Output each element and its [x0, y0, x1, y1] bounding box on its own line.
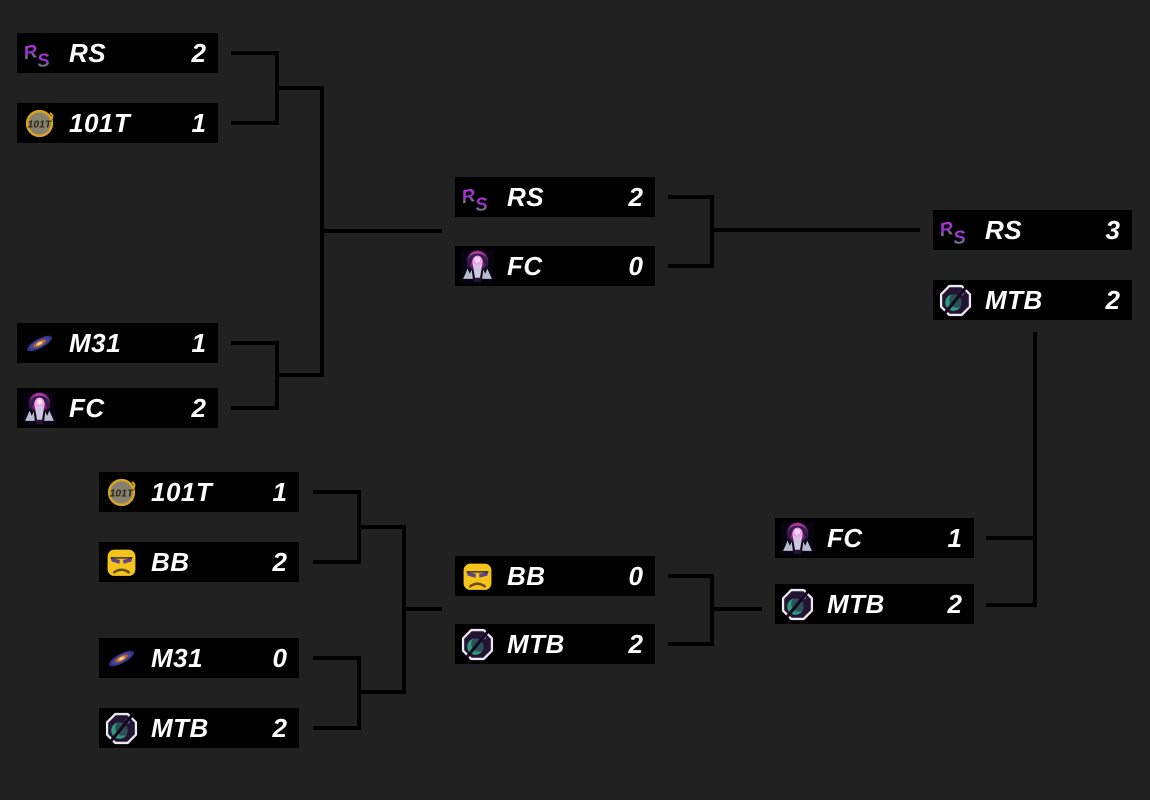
team-row-rs[interactable]: RS 3 — [933, 210, 1132, 250]
connector-segment — [231, 406, 279, 410]
team-row-101t[interactable]: 101T 1 — [17, 103, 218, 143]
team-score: 2 — [628, 181, 643, 212]
team-row-fc[interactable]: FC 1 — [775, 518, 974, 558]
connector-segment — [275, 86, 324, 90]
connector-segment — [231, 341, 279, 345]
connector-segment — [357, 690, 406, 694]
team-score: 3 — [1105, 214, 1120, 245]
connector-segment — [668, 574, 714, 578]
101t-logo-icon — [107, 478, 137, 506]
team-name: 101T — [69, 107, 131, 138]
team-row-mtb[interactable]: MTB 2 — [99, 708, 299, 748]
connector-segment — [231, 121, 279, 125]
team-score: 1 — [947, 522, 962, 553]
team-name: MTB — [507, 628, 565, 659]
connector-segment — [1033, 332, 1037, 607]
team-score: 0 — [628, 250, 643, 281]
connector-segment — [275, 373, 324, 377]
team-score: 0 — [628, 560, 643, 591]
team-name: RS — [69, 37, 107, 68]
team-name: M31 — [69, 327, 122, 358]
connector-segment — [313, 490, 361, 494]
team-name: 101T — [151, 476, 213, 507]
team-name: FC — [69, 392, 105, 423]
connector-segment — [986, 603, 1037, 607]
team-score: 2 — [191, 37, 206, 68]
team-score: 1 — [191, 107, 206, 138]
connector-segment — [710, 228, 920, 232]
team-name: M31 — [151, 642, 204, 673]
connector-segment — [313, 726, 361, 730]
team-row-bb[interactable]: BB 0 — [455, 556, 655, 596]
connector-segment — [313, 560, 361, 564]
bb-face-icon — [462, 561, 493, 591]
team-row-m31[interactable]: M31 1 — [17, 323, 218, 363]
fc-portrait-icon — [461, 249, 494, 283]
connector-segment — [710, 607, 762, 611]
rs-logo-icon — [939, 216, 968, 247]
team-name: BB — [507, 560, 546, 591]
fc-portrait-icon — [23, 391, 56, 425]
rs-logo-icon — [23, 39, 52, 70]
team-row-mtb[interactable]: MTB 2 — [933, 280, 1132, 320]
team-score: 1 — [272, 476, 287, 507]
team-row-bb[interactable]: BB 2 — [99, 542, 299, 582]
team-score: 2 — [1105, 284, 1120, 315]
team-name: RS — [985, 214, 1023, 245]
mtb-badge-icon — [781, 588, 814, 620]
connector-segment — [320, 229, 442, 233]
team-row-rs[interactable]: RS 2 — [455, 177, 655, 217]
mtb-badge-icon — [105, 712, 138, 744]
team-score: 1 — [191, 327, 206, 358]
team-name: FC — [507, 250, 543, 281]
team-score: 2 — [272, 546, 287, 577]
connector-segment — [313, 656, 361, 660]
bb-face-icon — [106, 547, 137, 577]
team-name: FC — [827, 522, 863, 553]
team-score: 2 — [628, 628, 643, 659]
team-name: MTB — [985, 284, 1043, 315]
team-row-mtb[interactable]: MTB 2 — [775, 584, 974, 624]
team-row-fc[interactable]: FC 2 — [17, 388, 218, 428]
team-row-101t[interactable]: 101T 1 — [99, 472, 299, 512]
connector-segment — [402, 607, 442, 611]
connector-segment — [357, 525, 406, 529]
fc-portrait-icon — [781, 521, 814, 555]
team-name: MTB — [151, 712, 209, 743]
team-name: RS — [507, 181, 545, 212]
team-row-rs[interactable]: RS 2 — [17, 33, 218, 73]
team-name: BB — [151, 546, 190, 577]
mtb-badge-icon — [461, 628, 494, 660]
connector-segment — [668, 264, 714, 268]
connector-segment — [986, 536, 1037, 540]
team-row-m31[interactable]: M31 0 — [99, 638, 299, 678]
team-score: 2 — [272, 712, 287, 743]
connector-segment — [231, 51, 279, 55]
m31-galaxy-icon — [24, 332, 55, 354]
connector-segment — [668, 195, 714, 199]
m31-galaxy-icon — [106, 647, 137, 669]
team-row-fc[interactable]: FC 0 — [455, 246, 655, 286]
mtb-badge-icon — [939, 284, 972, 316]
team-score: 2 — [947, 588, 962, 619]
101t-logo-icon — [25, 109, 55, 137]
rs-logo-icon — [461, 183, 490, 214]
team-name: MTB — [827, 588, 885, 619]
team-score: 2 — [191, 392, 206, 423]
connector-segment — [668, 642, 714, 646]
team-row-mtb[interactable]: MTB 2 — [455, 624, 655, 664]
team-score: 0 — [272, 642, 287, 673]
